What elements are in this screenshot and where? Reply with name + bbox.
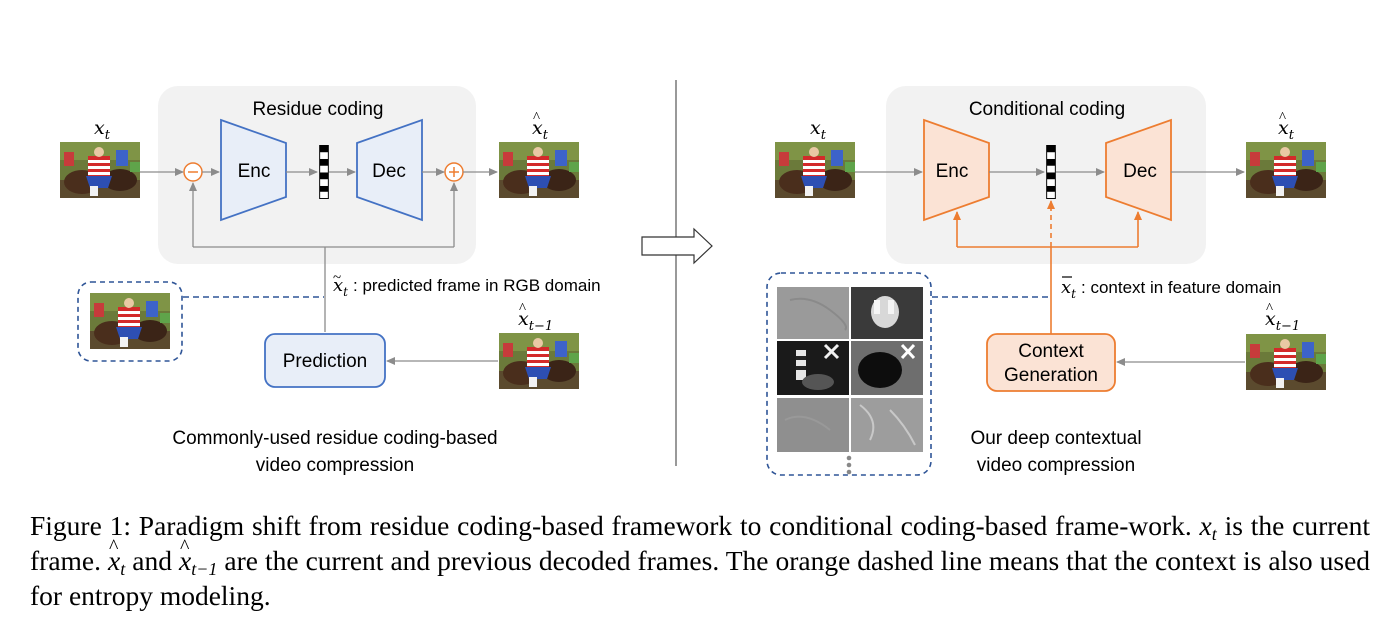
prev-frame-label-left: xt−1 ^ xyxy=(518,301,553,334)
svg-text:xt: xt xyxy=(1061,277,1076,301)
output-frame-image-right xyxy=(1246,142,1326,198)
context-desc: : context in feature domain xyxy=(1081,278,1281,297)
figure-caption: Figure 1: Paradigm shift from residue co… xyxy=(30,508,1370,613)
prediction-module xyxy=(264,333,386,388)
prev-frame-image-right xyxy=(1246,334,1326,390)
feature-maps-dashed-box xyxy=(766,272,932,476)
output-frame-label-right: xt ^ xyxy=(1278,110,1295,143)
conditional-decoder-label: Dec xyxy=(1123,161,1157,182)
residue-encoder-label: Enc xyxy=(238,161,271,182)
svg-text:~: ~ xyxy=(333,270,341,286)
svg-text:xt−1: xt−1 xyxy=(1265,308,1300,334)
prev-frame-image-left xyxy=(499,333,579,389)
svg-text:^: ^ xyxy=(1279,110,1286,126)
feature-map-grid xyxy=(777,287,923,475)
context-annotation: xt : context in feature domain xyxy=(1061,276,1281,301)
svg-text:^: ^ xyxy=(519,301,526,317)
paradigm-shift-arrow xyxy=(641,227,713,265)
predicted-frame-desc: : predicted frame in RGB domain xyxy=(353,276,601,295)
feature-map-1 xyxy=(777,287,849,339)
svg-text:^: ^ xyxy=(533,110,540,126)
prediction-module-label: Prediction xyxy=(283,351,368,372)
input-frame-label-right: xt xyxy=(810,117,827,143)
residue-decoder-label: Dec xyxy=(372,161,406,182)
residue-decoder xyxy=(356,118,423,222)
svg-text:^: ^ xyxy=(1266,301,1273,317)
caption-var-xt: xt xyxy=(1199,510,1217,544)
caption-var-xhat-t: xt xyxy=(108,530,125,578)
svg-text:xt: xt xyxy=(94,117,111,143)
context-generation-label-line2: Generation xyxy=(1004,365,1098,386)
predicted-frame-dashed-box xyxy=(77,281,183,362)
input-frame-image xyxy=(60,142,140,198)
conditional-encoder-label: Enc xyxy=(936,161,969,182)
svg-text:xt: xt xyxy=(810,117,827,143)
left-panel: Residue coding xt Enc Dec xt ^ xyxy=(60,86,601,476)
input-frame-image-right xyxy=(775,142,855,198)
context-flow-lines xyxy=(953,200,1142,334)
output-frame-image xyxy=(499,142,579,198)
feature-map-5 xyxy=(777,398,849,452)
caption-sentence1: Paradigm shift from residue coding-based… xyxy=(138,510,1192,541)
conditional-decoder xyxy=(1105,118,1172,222)
caption-var-xhat-prev: xt−1 xyxy=(179,530,217,578)
right-caption-line1: Our deep contextual xyxy=(970,428,1141,449)
conditional-latent-bar xyxy=(1046,145,1056,199)
residue-coding-title: Residue coding xyxy=(253,99,384,120)
conditional-coding-title: Conditional coding xyxy=(969,99,1125,120)
conditional-coding-box xyxy=(886,86,1206,264)
left-flow-arrows xyxy=(140,168,498,365)
right-caption-line2: video compression xyxy=(977,455,1135,476)
output-frame-label: xt ^ xyxy=(532,110,549,143)
conditional-encoder xyxy=(923,118,990,222)
residue-latent-bar xyxy=(319,145,329,199)
input-frame-label: xt xyxy=(94,117,111,143)
caption-text-current: is the current frame. xyxy=(30,510,1370,576)
right-panel: Conditional coding xt Enc Dec xt ^ xyxy=(766,86,1326,476)
prev-frame-label-right: xt−1 ^ xyxy=(1265,301,1300,334)
right-flow-arrows xyxy=(855,168,1245,366)
caption-text-and: and xyxy=(132,545,172,576)
left-caption-line2: video compression xyxy=(256,455,414,476)
left-caption-line1: Commonly-used residue coding-based xyxy=(172,428,497,449)
context-generation-label-line1: Context xyxy=(1018,341,1084,362)
residue-encoder xyxy=(220,118,287,222)
caption-text-decoded: are the current and previous decoded fra… xyxy=(30,545,1371,611)
context-generation-module xyxy=(986,333,1116,392)
predicted-frame-annotation: xt ~ : predicted frame in RGB domain xyxy=(333,270,601,299)
predicted-frame-image xyxy=(90,293,170,349)
